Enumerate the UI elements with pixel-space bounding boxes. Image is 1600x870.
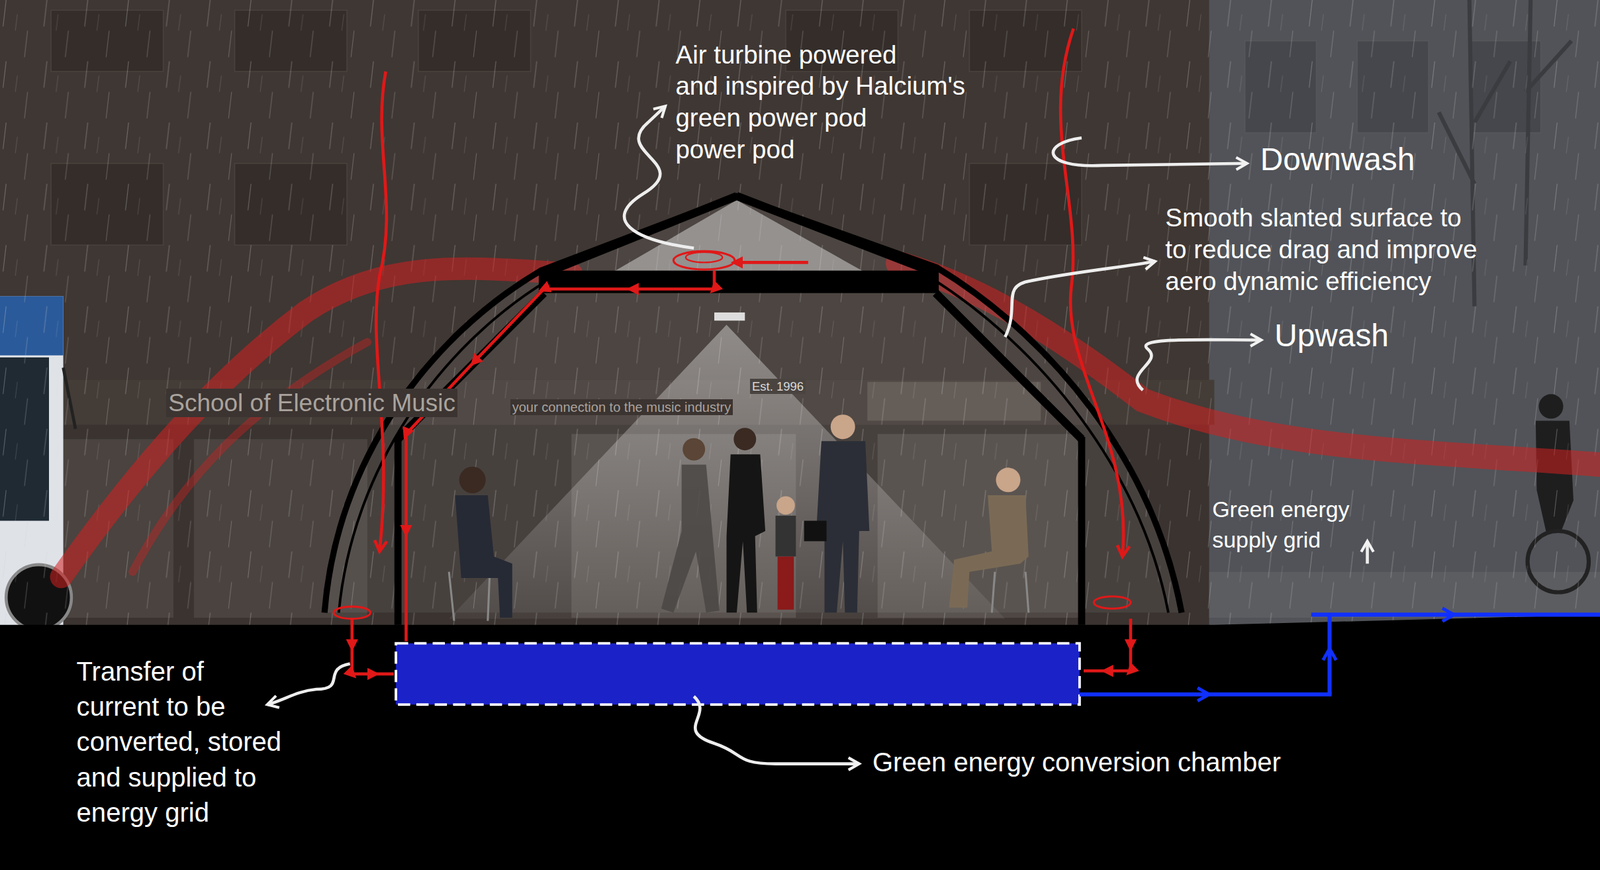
callout-label: Green energy conversion chamber (872, 746, 1281, 779)
shelter-dome (936, 293, 1082, 440)
grid-line (1311, 612, 1600, 617)
sign-text: Est. 1996 (750, 378, 806, 394)
text-line: Air turbine powered (675, 39, 966, 71)
text-line: your connection to the music industry (512, 399, 731, 416)
people (949, 495, 1029, 608)
text-line: energy grid (76, 795, 283, 831)
wind-arrow (1060, 28, 1124, 557)
current-line (405, 270, 715, 642)
text-line: School of Electronic Music (168, 388, 456, 418)
callout-label: Air turbine powered and inspired by Halc… (675, 39, 966, 166)
sign-text: School of Electronic Music (166, 388, 458, 418)
text-line: supply grid (1212, 524, 1350, 555)
people (726, 454, 766, 613)
shelter-dome (1078, 436, 1086, 625)
callout-label: Smooth slanted surface to to reduce drag… (1165, 201, 1477, 297)
text-line: current to be (76, 689, 283, 725)
people (661, 464, 720, 613)
people (1025, 571, 1029, 613)
leader-line (693, 696, 860, 764)
text-line: Green energy (1212, 493, 1350, 525)
turbine (673, 250, 735, 270)
people (804, 520, 827, 542)
wind-arrow (376, 71, 387, 552)
text-line: Upwash (1274, 317, 1389, 355)
people (487, 571, 490, 621)
people (991, 571, 995, 613)
text-line: Green energy conversion chamber (872, 746, 1281, 779)
current-line (352, 262, 1131, 674)
conversion-chamber (395, 643, 1080, 706)
leader-line (267, 663, 351, 705)
shelter-dome (736, 195, 937, 274)
people (459, 466, 486, 494)
text-line: to reduce drag and improve (1165, 233, 1477, 266)
text-line: green power pod (675, 101, 966, 134)
people (682, 438, 706, 461)
people (733, 427, 756, 451)
people (448, 414, 1029, 621)
wind-arrow (376, 28, 1124, 557)
shelter-dome (394, 436, 402, 625)
people (995, 467, 1021, 492)
text-line: aero dynamic efficiency (1165, 265, 1477, 298)
current-line (1083, 618, 1131, 672)
callout-label: Green energy supply grid (1212, 493, 1350, 556)
people (830, 414, 856, 439)
grid-line (1327, 614, 1332, 694)
text-line: Downwash (1260, 141, 1416, 179)
text-line: converted, stored (76, 724, 283, 760)
shelter-dome (714, 312, 745, 321)
turbine (333, 606, 371, 619)
callout-label: Downwash (1260, 141, 1416, 179)
callout-label: Upwash (1274, 317, 1389, 355)
text-line: Est. 1996 (752, 378, 804, 394)
turbine (1093, 596, 1130, 610)
grid-line (1079, 614, 1600, 694)
people (454, 495, 512, 618)
sign-text: your connection to the music industry (510, 399, 733, 416)
leader-line (1004, 261, 1156, 337)
text-line: and supplied to (76, 759, 283, 796)
current-line (736, 260, 809, 265)
people (776, 496, 796, 516)
text-line: power pod (675, 133, 966, 166)
grid-line (1079, 692, 1332, 697)
turbine (685, 252, 723, 263)
people (777, 556, 795, 610)
text-line: Smooth slanted surface to (1165, 201, 1477, 234)
people (775, 515, 797, 557)
shelter-dome (448, 324, 1005, 619)
wind-stream (132, 342, 368, 572)
leader-line (1053, 137, 1248, 166)
people (448, 571, 455, 621)
leader-line (1137, 339, 1262, 390)
text-line: Transfer of (76, 654, 283, 690)
leader-line (1365, 540, 1369, 564)
ground (0, 614, 1600, 870)
text-line: and inspired by Halcium's (675, 70, 966, 102)
current-line (352, 618, 394, 674)
callout-label: Transfer of current to be converted, sto… (76, 654, 283, 831)
